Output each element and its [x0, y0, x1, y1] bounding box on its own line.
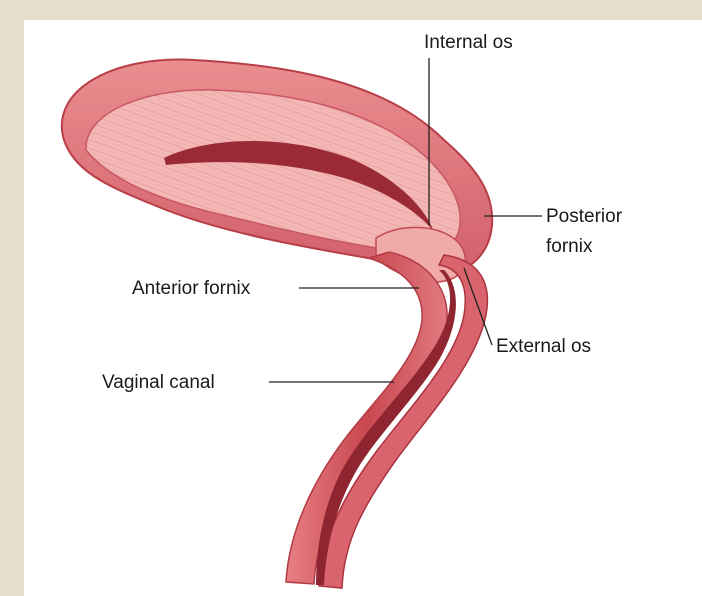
diagram-panel: Internal os Posterior fornix Anterior fo…	[24, 20, 702, 596]
label-posterior-fornix-2: fornix	[546, 236, 593, 257]
panel-letter: B	[24, 534, 25, 555]
label-anterior-fornix: Anterior fornix	[132, 278, 251, 299]
label-posterior-fornix-1: Posterior	[546, 206, 623, 227]
label-internal-os: Internal os	[424, 32, 513, 53]
uterus-vagina-diagram: Internal os Posterior fornix Anterior fo…	[24, 20, 702, 596]
vaginal-wall-posterior	[319, 255, 487, 588]
label-vaginal-canal: Vaginal canal	[102, 372, 215, 393]
label-external-os: External os	[496, 336, 591, 357]
